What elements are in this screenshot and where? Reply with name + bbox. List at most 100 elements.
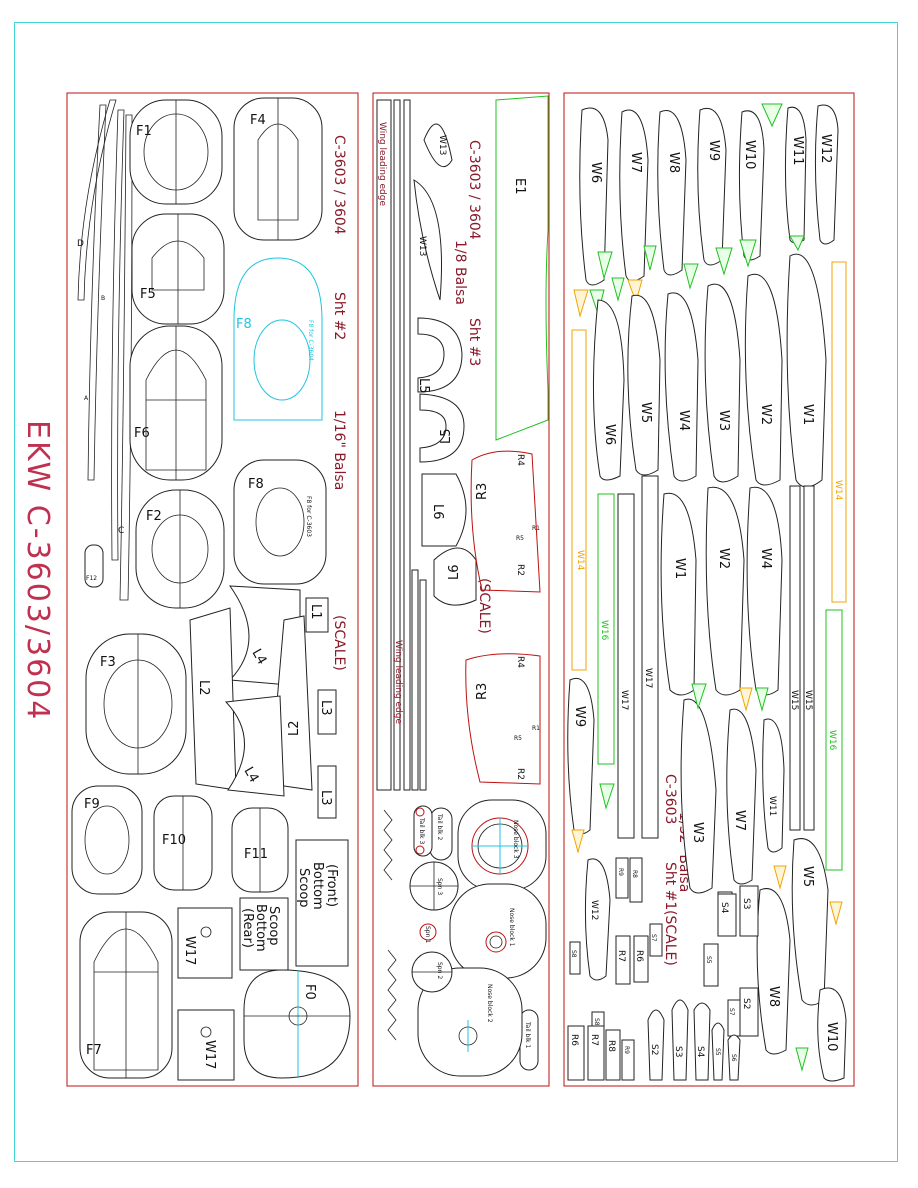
part-L3-b-label: L3 — [318, 790, 333, 806]
spinner-1 — [419, 923, 437, 941]
rib-W2-mid — [744, 273, 783, 486]
rib-W11-top — [784, 106, 807, 244]
svg-text:S4: S4 — [695, 1046, 705, 1058]
svg-text:R5: R5 — [514, 735, 522, 742]
svg-text:S3: S3 — [673, 1046, 683, 1057]
svg-text:S8: S8 — [570, 950, 577, 958]
svg-text:L6: L6 — [447, 564, 462, 580]
part-W17-b — [177, 1009, 235, 1081]
sheet-1-title: C-3603 — [662, 774, 678, 824]
strip-W15-b — [803, 485, 815, 831]
svg-text:R9: R9 — [623, 1046, 630, 1054]
part-W13-a — [423, 123, 453, 168]
sheet-3: C-3603 / 3604 Sht #3 1/8 Balsa (SCALE) W… — [372, 92, 550, 1087]
svg-text:W16: W16 — [827, 730, 837, 751]
svg-text:W1: W1 — [800, 404, 815, 425]
svg-text:S2: S2 — [649, 1044, 659, 1055]
longeron-label-A: A — [84, 395, 89, 402]
former-F10-label: F10 — [162, 833, 186, 848]
svg-text:W6: W6 — [602, 424, 617, 445]
part-L2 — [189, 607, 237, 791]
svg-text:L5: L5 — [439, 428, 454, 444]
svg-text:W2: W2 — [758, 404, 773, 425]
part-W13-b — [413, 179, 442, 301]
svg-text:R8: R8 — [631, 870, 638, 878]
sheet-2-number: Sht #2 — [331, 292, 347, 340]
sheet-3-material: 1/8 Balsa — [452, 240, 468, 305]
svg-text:S7: S7 — [650, 934, 657, 942]
svg-text:R3: R3 — [475, 683, 490, 700]
svg-text:S7: S7 — [728, 1008, 735, 1016]
svg-text:W7: W7 — [732, 810, 747, 831]
sheet-2-title: C-3603 / 3604 — [331, 135, 347, 235]
main-title: EKW C-3603/3604 — [20, 420, 55, 721]
svg-text:S5: S5 — [705, 956, 712, 964]
svg-text:Tail blk 3: Tail blk 3 — [418, 817, 425, 844]
svg-text:W1: W1 — [672, 558, 687, 579]
svg-text:R4: R4 — [515, 454, 525, 466]
former-F8-note: F8 for C-3603 — [305, 496, 312, 537]
part-scoop-bottom-front — [295, 839, 349, 967]
part-R3-a — [470, 450, 541, 593]
rib-W12-low — [584, 858, 611, 981]
svg-text:Spn 1: Spn 1 — [424, 926, 431, 943]
gusset-W12a — [611, 277, 625, 302]
sheet-2: C-3603 / 3604 Sht #2 1/16" Balsa (SCALE)… — [66, 92, 359, 1087]
svg-text:W2: W2 — [716, 548, 731, 569]
strip-W16-green-a — [597, 493, 615, 765]
part-L3-a — [317, 689, 337, 735]
part-R9-b — [621, 1039, 635, 1081]
part-R8-b — [605, 1029, 621, 1081]
rib-W10-top — [738, 110, 765, 261]
rib-W9-low — [567, 677, 595, 835]
part-L6-a — [421, 473, 467, 547]
sheet-1: C-3603 Sht #1 (SCALE) 1/32" Balsa W6 W7 … — [563, 92, 855, 1087]
svg-text:W5: W5 — [800, 866, 815, 887]
longeron-label-C: C — [118, 526, 124, 536]
svg-text:Nose block 1: Nose block 1 — [508, 908, 515, 947]
rib-W12-top — [814, 104, 839, 245]
part-L1-label: L1 — [308, 604, 323, 620]
rib-W8-low — [756, 888, 791, 1055]
svg-text:W4: W4 — [758, 548, 773, 569]
part-S2-a — [739, 987, 759, 1037]
svg-text:Spn 2: Spn 2 — [436, 962, 443, 979]
svg-text:W10: W10 — [742, 140, 757, 169]
part-S4-b — [693, 1002, 711, 1081]
former-F2-label: F2 — [146, 509, 162, 524]
svg-text:R8: R8 — [606, 1040, 616, 1052]
gusset-W9a — [573, 289, 589, 318]
part-R3-b — [465, 653, 541, 785]
wing-leading-edge-label-1: Wing leading edge — [377, 122, 387, 206]
former-F9-label: F9 — [84, 797, 100, 812]
rib-W8-top — [657, 110, 687, 276]
svg-text:R7: R7 — [616, 950, 626, 962]
svg-text:W4: W4 — [676, 410, 691, 431]
gusset-W8a — [597, 251, 613, 280]
svg-text:R3: R3 — [475, 483, 490, 500]
part-scoop-bottom-rear — [239, 897, 289, 971]
former-F3 — [85, 633, 187, 775]
svg-text:W6: W6 — [588, 162, 603, 183]
svg-text:W3: W3 — [716, 410, 731, 431]
svg-text:R4: R4 — [515, 656, 525, 668]
rib-W10-low — [817, 987, 847, 1082]
part-R7-b — [587, 1025, 605, 1081]
part-E1 — [495, 95, 549, 441]
part-S3-a — [739, 885, 759, 937]
strip-W17-a — [617, 493, 635, 839]
svg-text:R1: R1 — [532, 725, 540, 732]
former-F8 — [233, 459, 327, 585]
part-S6-b — [727, 1034, 741, 1081]
part-E1-label: E1 — [512, 178, 527, 195]
svg-text:Scoop: Scoop — [266, 906, 281, 946]
rib-W5-mid — [627, 294, 661, 476]
svg-text:W14: W14 — [833, 480, 843, 501]
part-L4-top-label: L4 — [249, 647, 270, 668]
ribs-top: W6 W7 W8 W9 W10 W11 W12 — [579, 104, 839, 286]
part-serrated-strip-2 — [387, 949, 397, 1041]
strip-W17-b — [641, 475, 659, 839]
part-L3-a-label: L3 — [318, 700, 333, 716]
gusset-W5a — [715, 247, 733, 276]
